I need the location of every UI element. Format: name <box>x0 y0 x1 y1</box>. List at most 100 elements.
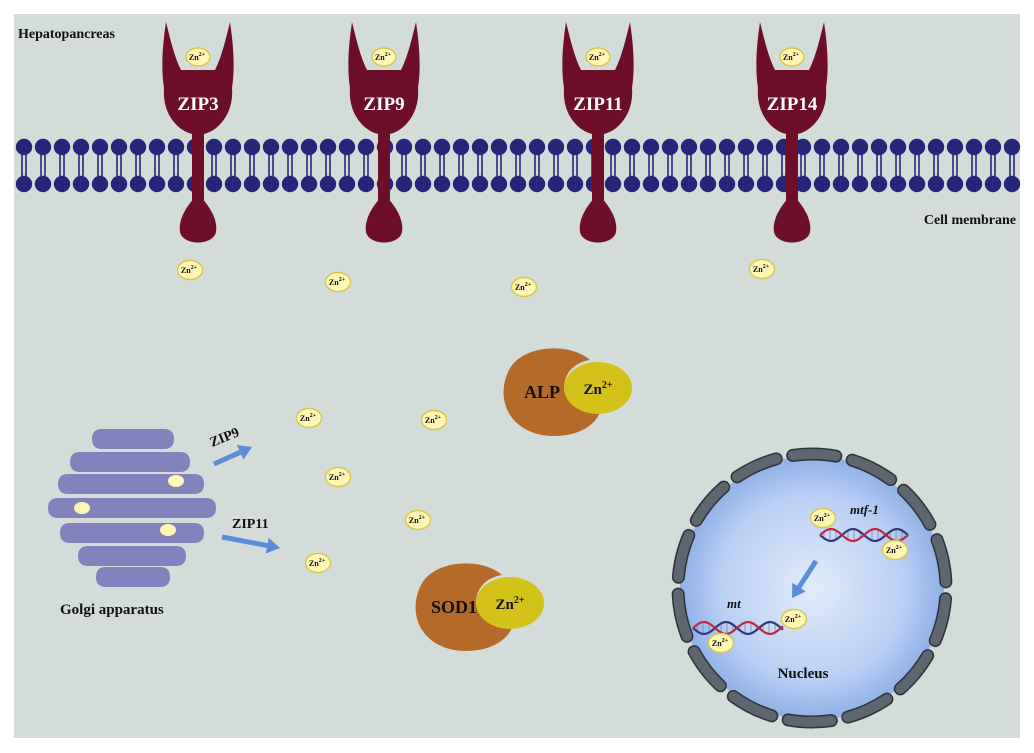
lipid-head-outer <box>908 138 926 156</box>
arrow-head <box>265 537 280 554</box>
zinc-ion-label: Zn2+ <box>814 513 831 523</box>
lipid-head-outer <box>281 138 299 156</box>
lipid-head-inner <box>509 175 527 193</box>
golgi-label: Golgi apparatus <box>60 602 164 618</box>
lipid-head-inner <box>490 175 508 193</box>
zinc-ion-bubble <box>371 47 397 67</box>
enzyme-zinc-site <box>476 577 544 629</box>
gene-regulation-arrow <box>792 559 819 598</box>
zinc-ion-bubble <box>304 552 332 574</box>
lipid-head-outer <box>34 138 52 156</box>
lipid-head-inner <box>129 175 147 193</box>
lipid-head-inner <box>604 175 622 193</box>
nucleus-label: Nucleus <box>778 666 829 682</box>
zinc-ion-bubble <box>176 259 204 281</box>
golgi-export-arrow <box>212 445 252 467</box>
lipid-head-outer <box>756 138 774 156</box>
lipid-head-outer <box>832 138 850 156</box>
zinc-ion-in-transporter: Zn2+ <box>779 47 805 67</box>
nuclear-envelope-segment <box>931 534 951 587</box>
transporter-label: ZIP9 <box>363 94 404 115</box>
lipid-head-inner <box>908 175 926 193</box>
lipid-head-outer <box>262 138 280 156</box>
lipid-head-inner <box>680 175 698 193</box>
nuclear-envelope-segment <box>691 482 729 526</box>
transporter-body <box>756 22 828 200</box>
lipid-head-inner <box>34 175 52 193</box>
zinc-ion-bubble <box>881 539 909 561</box>
lipid-head-outer <box>205 138 223 156</box>
zinc-ion-in-transporter: Zn2+ <box>585 47 611 67</box>
zinc-ion-in-transporter: Zn2+ <box>185 47 211 67</box>
zinc-charge: 2+ <box>310 413 317 419</box>
zinc-ion-label: Zn2+ <box>785 614 802 624</box>
golgi-export-label: ZIP11 <box>232 517 269 532</box>
zinc-charge: 2+ <box>419 515 426 521</box>
lipid-head-outer <box>243 138 261 156</box>
lipid-head-outer <box>604 138 622 156</box>
gene-label-mt: mt <box>727 596 741 611</box>
lipid-head-inner <box>813 175 831 193</box>
lipid-head-outer <box>414 138 432 156</box>
zinc-charge: 2+ <box>525 282 532 288</box>
lipid-head-outer <box>889 138 907 156</box>
lipid-head-outer <box>15 138 33 156</box>
lipid-head-outer <box>72 138 90 156</box>
transporter-body <box>562 22 634 200</box>
zinc-ion-bubble <box>779 47 805 67</box>
lipid-head-inner <box>243 175 261 193</box>
lipid-head-outer <box>965 138 983 156</box>
lipid-head-outer <box>471 138 489 156</box>
zinc-charge: 2+ <box>435 415 442 421</box>
lipid-head-outer <box>927 138 945 156</box>
zinc-ion-label: Zn2+ <box>409 515 426 525</box>
lipid-head-outer <box>509 138 527 156</box>
zinc-ion-bubble <box>295 407 323 429</box>
lipid-head-outer <box>813 138 831 156</box>
lipid-head-inner <box>300 175 318 193</box>
transporter-label: ZIP3 <box>177 94 218 115</box>
lipid-head-outer <box>338 138 356 156</box>
lipid-head-inner <box>737 175 755 193</box>
arrow-shaft <box>221 534 268 549</box>
lipid-head-inner <box>642 175 660 193</box>
zinc-charge: 2+ <box>339 277 346 283</box>
nuclear-envelope-segment <box>842 694 892 723</box>
zinc-ion-nuclear: Zn2+ <box>707 632 735 654</box>
transporter-zip3: ZIP3 Zn2+ <box>162 22 234 243</box>
lipid-head-outer <box>129 138 147 156</box>
mt-gene-dna <box>692 620 784 636</box>
transporter-zip9: ZIP9 Zn2+ <box>348 22 420 243</box>
zinc-ion-free: Zn2+ <box>748 258 776 280</box>
cell-membrane-bilayer <box>15 138 1021 193</box>
lipid-head-outer <box>794 138 812 156</box>
enzyme-label: SOD1 <box>431 597 477 617</box>
zinc-ion-label: Zn2+ <box>886 545 903 555</box>
enzyme-body <box>415 563 512 651</box>
zinc-ion-free: Zn2+ <box>304 552 332 574</box>
zinc-ion-bubble <box>809 507 837 529</box>
nuclear-envelope-segment <box>847 455 896 485</box>
lipid-head-inner <box>851 175 869 193</box>
lipid-head-outer <box>566 138 584 156</box>
lipid-head-outer <box>680 138 698 156</box>
zinc-ion-label: Zn2+ <box>712 638 729 648</box>
zinc-ion-bubble <box>420 409 448 431</box>
arrow-head <box>792 582 806 598</box>
zinc-charge: 2+ <box>793 52 800 58</box>
zinc-ion-in-transporter: Zn2+ <box>371 47 397 67</box>
zinc-ion-label: Zn2+ <box>515 282 532 292</box>
lipid-head-outer <box>1003 138 1021 156</box>
lipid-head-inner <box>528 175 546 193</box>
nuclear-envelope-segment <box>898 485 935 530</box>
transporter-foot <box>179 194 217 243</box>
lipid-head-outer <box>433 138 451 156</box>
lipid-head-inner <box>205 175 223 193</box>
nuclear-envelope-segment <box>895 650 933 694</box>
transporter-label: ZIP11 <box>573 94 623 115</box>
lipid-head-outer <box>357 138 375 156</box>
lipid-head-outer <box>547 138 565 156</box>
